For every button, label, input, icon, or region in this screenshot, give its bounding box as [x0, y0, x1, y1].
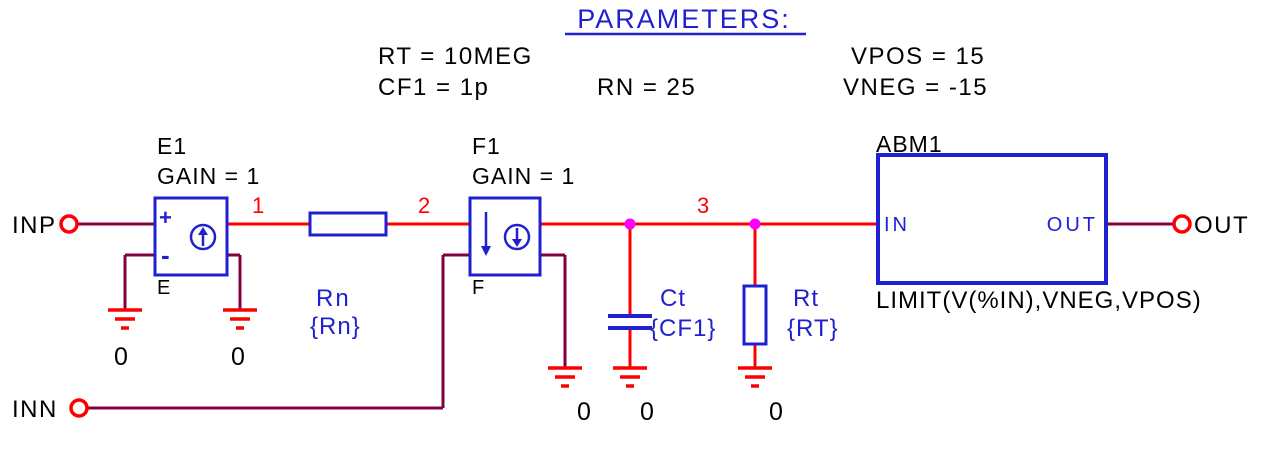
param-cf1: CF1 = 1p [378, 74, 489, 101]
grounds [108, 308, 772, 388]
parameters-title: PARAMETERS: [577, 4, 791, 34]
junction-dot-rt [749, 218, 761, 230]
abm1-expression-label[interactable]: LIMIT(V(%IN),VNEG,VPOS) [876, 287, 1202, 314]
rt-value-label[interactable]: {RT} [787, 315, 839, 342]
e1-plus-icon: + [159, 205, 172, 230]
component-ct-capacitor[interactable] [608, 314, 652, 330]
param-vneg: VNEG = -15 [843, 74, 988, 101]
ct-value-label[interactable]: {CF1} [650, 315, 716, 342]
rn-value-label[interactable]: {Rn} [310, 313, 361, 340]
port-label-inp: INP [12, 212, 57, 239]
f1-ref-label[interactable]: F1 [472, 133, 501, 159]
ground-symbol-ct[interactable] [613, 366, 647, 388]
ground-label-rt: 0 [769, 398, 783, 426]
abm1-ref-label[interactable]: ABM1 [876, 131, 943, 157]
component-f1[interactable] [468, 196, 542, 277]
port-label-out: OUT [1194, 212, 1249, 239]
ct-name-label[interactable]: Ct [660, 285, 686, 312]
ground-label-e1-minus: 0 [114, 343, 128, 371]
abm1-pin-out-label: OUT [1047, 214, 1098, 236]
e1-ref-label[interactable]: E1 [157, 133, 187, 159]
ground-symbol-e1-out[interactable] [223, 308, 257, 330]
ground-label-f1: 0 [577, 398, 591, 426]
e1-type-letter: E [157, 277, 170, 299]
ground-symbol-e1-minus[interactable] [108, 308, 142, 330]
ground-symbol-rt[interactable] [738, 366, 772, 388]
wires-maroon [77, 222, 1174, 410]
component-rt-resistor[interactable] [742, 284, 768, 346]
component-abm1-block[interactable] [876, 153, 1108, 285]
f1-control-arrowhead-icon [481, 246, 491, 256]
ground-label-ct: 0 [640, 398, 654, 426]
terminal-inn[interactable] [69, 398, 89, 418]
net-label-1[interactable]: 1 [252, 193, 264, 218]
param-rn: RN = 25 [597, 74, 696, 101]
component-e1[interactable] [153, 196, 229, 277]
port-label-inn: INN [12, 396, 58, 423]
f1-type-letter: F [472, 277, 484, 299]
rn-name-label[interactable]: Rn [316, 285, 351, 312]
junction-dot-ct [624, 218, 636, 230]
ground-label-e1-out: 0 [231, 343, 245, 371]
net-label-3[interactable]: 3 [697, 193, 709, 218]
component-rn-resistor[interactable] [308, 211, 388, 237]
terminal-out[interactable] [1172, 214, 1192, 234]
f1-gain-label[interactable]: GAIN = 1 [472, 163, 575, 189]
e1-source-circle-icon [189, 223, 217, 251]
param-rt: RT = 10MEG [378, 43, 533, 70]
f1-source-circle-icon [503, 223, 531, 251]
terminal-inp[interactable] [59, 214, 79, 234]
rt-name-label[interactable]: Rt [793, 285, 819, 312]
abm1-pin-in-label: IN [884, 214, 910, 236]
e1-minus-icon: - [161, 240, 170, 270]
e1-gain-label[interactable]: GAIN = 1 [157, 163, 260, 189]
f1-arrowhead-icon [512, 239, 522, 247]
e1-arrowhead-icon [198, 227, 208, 235]
net-label-2[interactable]: 2 [418, 193, 430, 218]
ground-symbol-f1[interactable] [548, 366, 582, 388]
param-vpos: VPOS = 15 [851, 43, 985, 70]
